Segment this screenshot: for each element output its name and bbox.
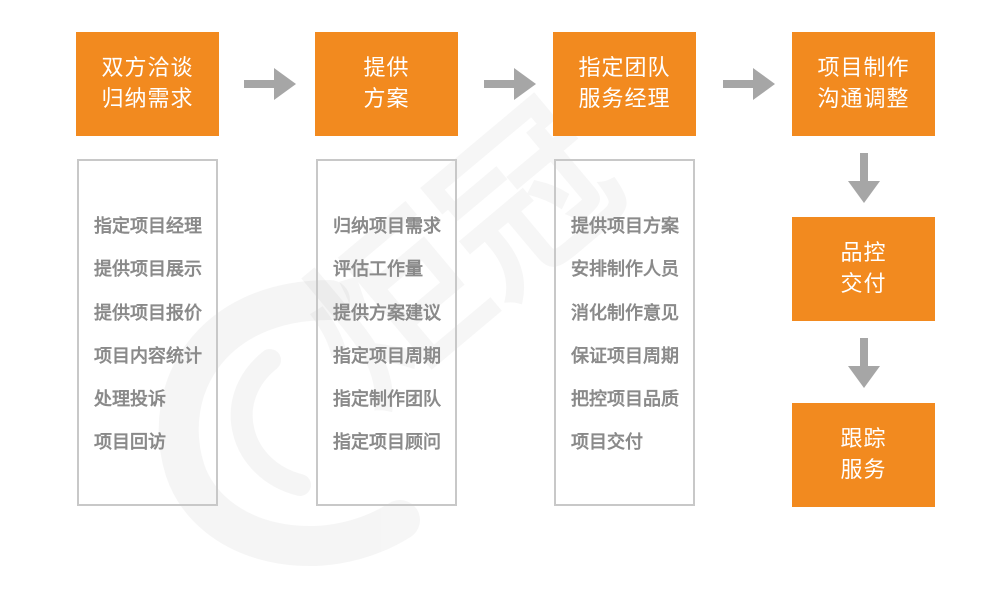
detail-box-negotiate: 指定项目经理 提供项目展示 提供项目报价 项目内容统计 处理投诉 项目回访 <box>77 159 218 506</box>
step-negotiate: 双方洽谈 归纳需求 <box>76 32 219 136</box>
step-quality-delivery-line1: 品控 <box>840 241 887 266</box>
detail-item: 消化制作意见 <box>571 302 679 324</box>
arrow-down-icon <box>848 338 880 388</box>
step-proposal-line2: 方案 <box>363 87 410 112</box>
detail-box-proposal: 归纳项目需求 评估工作量 提供方案建议 指定项目周期 指定制作团队 指定项目顾问 <box>316 159 457 506</box>
step-production-line2: 沟通调整 <box>817 87 910 112</box>
step-follow-up-line1: 跟踪 <box>840 427 887 452</box>
detail-item: 项目交付 <box>571 432 643 454</box>
arrow-down-icon <box>848 153 880 203</box>
detail-item: 保证项目周期 <box>571 345 679 367</box>
detail-box-assign-team: 提供项目方案 安排制作人员 消化制作意见 保证项目周期 把控项目品质 项目交付 <box>554 159 695 506</box>
detail-item: 处理投诉 <box>94 389 166 411</box>
step-negotiate-line2: 归纳需求 <box>101 87 194 112</box>
detail-item: 安排制作人员 <box>571 259 679 281</box>
detail-item: 指定项目周期 <box>333 345 441 367</box>
detail-item: 提供项目展示 <box>94 259 202 281</box>
step-quality-delivery-line2: 交付 <box>840 272 887 297</box>
step-follow-up-line2: 服务 <box>840 458 887 483</box>
detail-item: 项目回访 <box>94 432 166 454</box>
step-assign-team-line2: 服务经理 <box>578 87 671 112</box>
step-production: 项目制作 沟通调整 <box>792 32 935 136</box>
step-assign-team-line1: 指定团队 <box>578 56 671 81</box>
step-quality-delivery: 品控 交付 <box>792 217 935 321</box>
step-assign-team: 指定团队 服务经理 <box>553 32 696 136</box>
detail-item: 归纳项目需求 <box>333 216 441 237</box>
detail-item: 指定制作团队 <box>333 389 441 411</box>
step-follow-up: 跟踪 服务 <box>792 403 935 507</box>
step-proposal-line1: 提供 <box>363 56 410 81</box>
arrow-right-icon <box>484 68 536 100</box>
detail-item: 提供项目报价 <box>94 302 202 324</box>
step-proposal: 提供 方案 <box>315 32 458 136</box>
detail-item: 指定项目经理 <box>94 216 202 237</box>
detail-item: 项目内容统计 <box>94 345 202 367</box>
step-production-line1: 项目制作 <box>817 56 910 81</box>
detail-item: 提供方案建议 <box>333 302 441 324</box>
detail-item: 提供项目方案 <box>571 216 679 237</box>
arrow-right-icon <box>244 68 296 100</box>
step-negotiate-line1: 双方洽谈 <box>101 56 194 81</box>
arrow-right-icon <box>723 68 775 100</box>
detail-item: 把控项目品质 <box>571 389 679 411</box>
detail-item: 指定项目顾问 <box>333 432 441 454</box>
detail-item: 评估工作量 <box>333 259 423 281</box>
